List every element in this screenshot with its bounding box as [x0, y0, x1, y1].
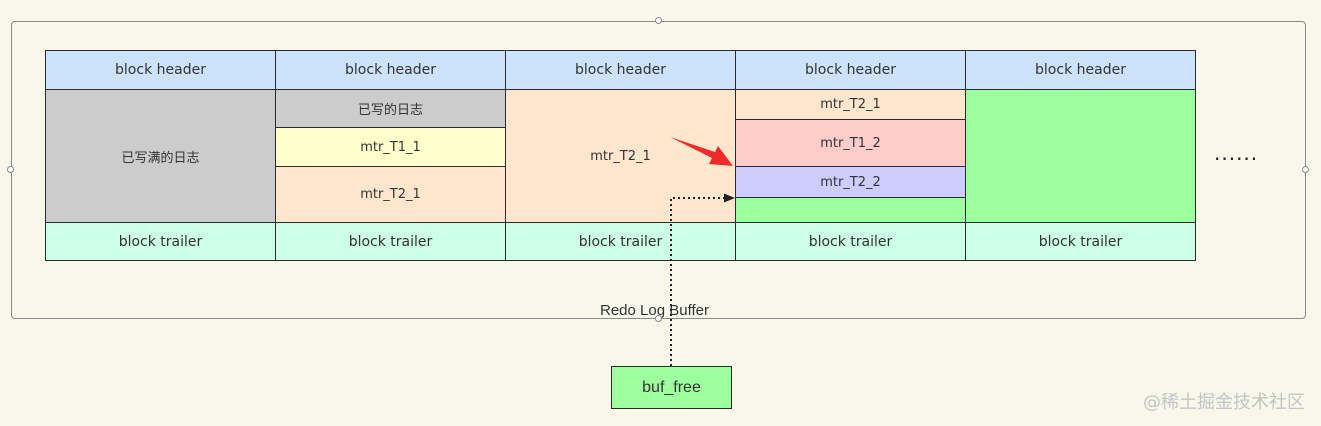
handle-left[interactable]: [7, 166, 14, 173]
block-trailer-2: block trailer: [275, 222, 506, 261]
buf-free-pointer-line: [670, 197, 725, 366]
block-trailer-5: block trailer: [965, 222, 1196, 261]
continuation-dots: ......: [1214, 141, 1259, 165]
block-header-5: block header: [965, 50, 1196, 90]
block-trailer-4: block trailer: [735, 222, 966, 261]
buf-free-box: buf_free: [611, 366, 732, 409]
block5-free-space: [965, 89, 1196, 223]
block-header-2: block header: [275, 50, 506, 90]
block4-mtr-t2-2: mtr_T2_2: [735, 166, 966, 198]
block2-mtr-t2-1: mtr_T2_1: [275, 166, 506, 223]
redo-log-buffer-label: Redo Log Buffer: [600, 302, 709, 319]
red-highlight-arrow: [670, 137, 733, 166]
block-header-3: block header: [505, 50, 736, 90]
block-trailer-1: block trailer: [45, 222, 276, 261]
block2-written: 已写的日志: [275, 89, 506, 128]
block4-mtr-t1-2: mtr_T1_2: [735, 119, 966, 167]
buf-free-pointer-arrowhead: [724, 193, 735, 203]
watermark: @稀土掘金技术社区: [1143, 392, 1305, 413]
block-header-4: block header: [735, 50, 966, 90]
handle-bottom[interactable]: [655, 315, 662, 322]
block-trailer-3: block trailer: [505, 222, 736, 261]
handle-top[interactable]: [655, 17, 662, 24]
block1-written-full: 已写满的日志: [45, 89, 276, 223]
handle-right[interactable]: [1302, 166, 1309, 173]
